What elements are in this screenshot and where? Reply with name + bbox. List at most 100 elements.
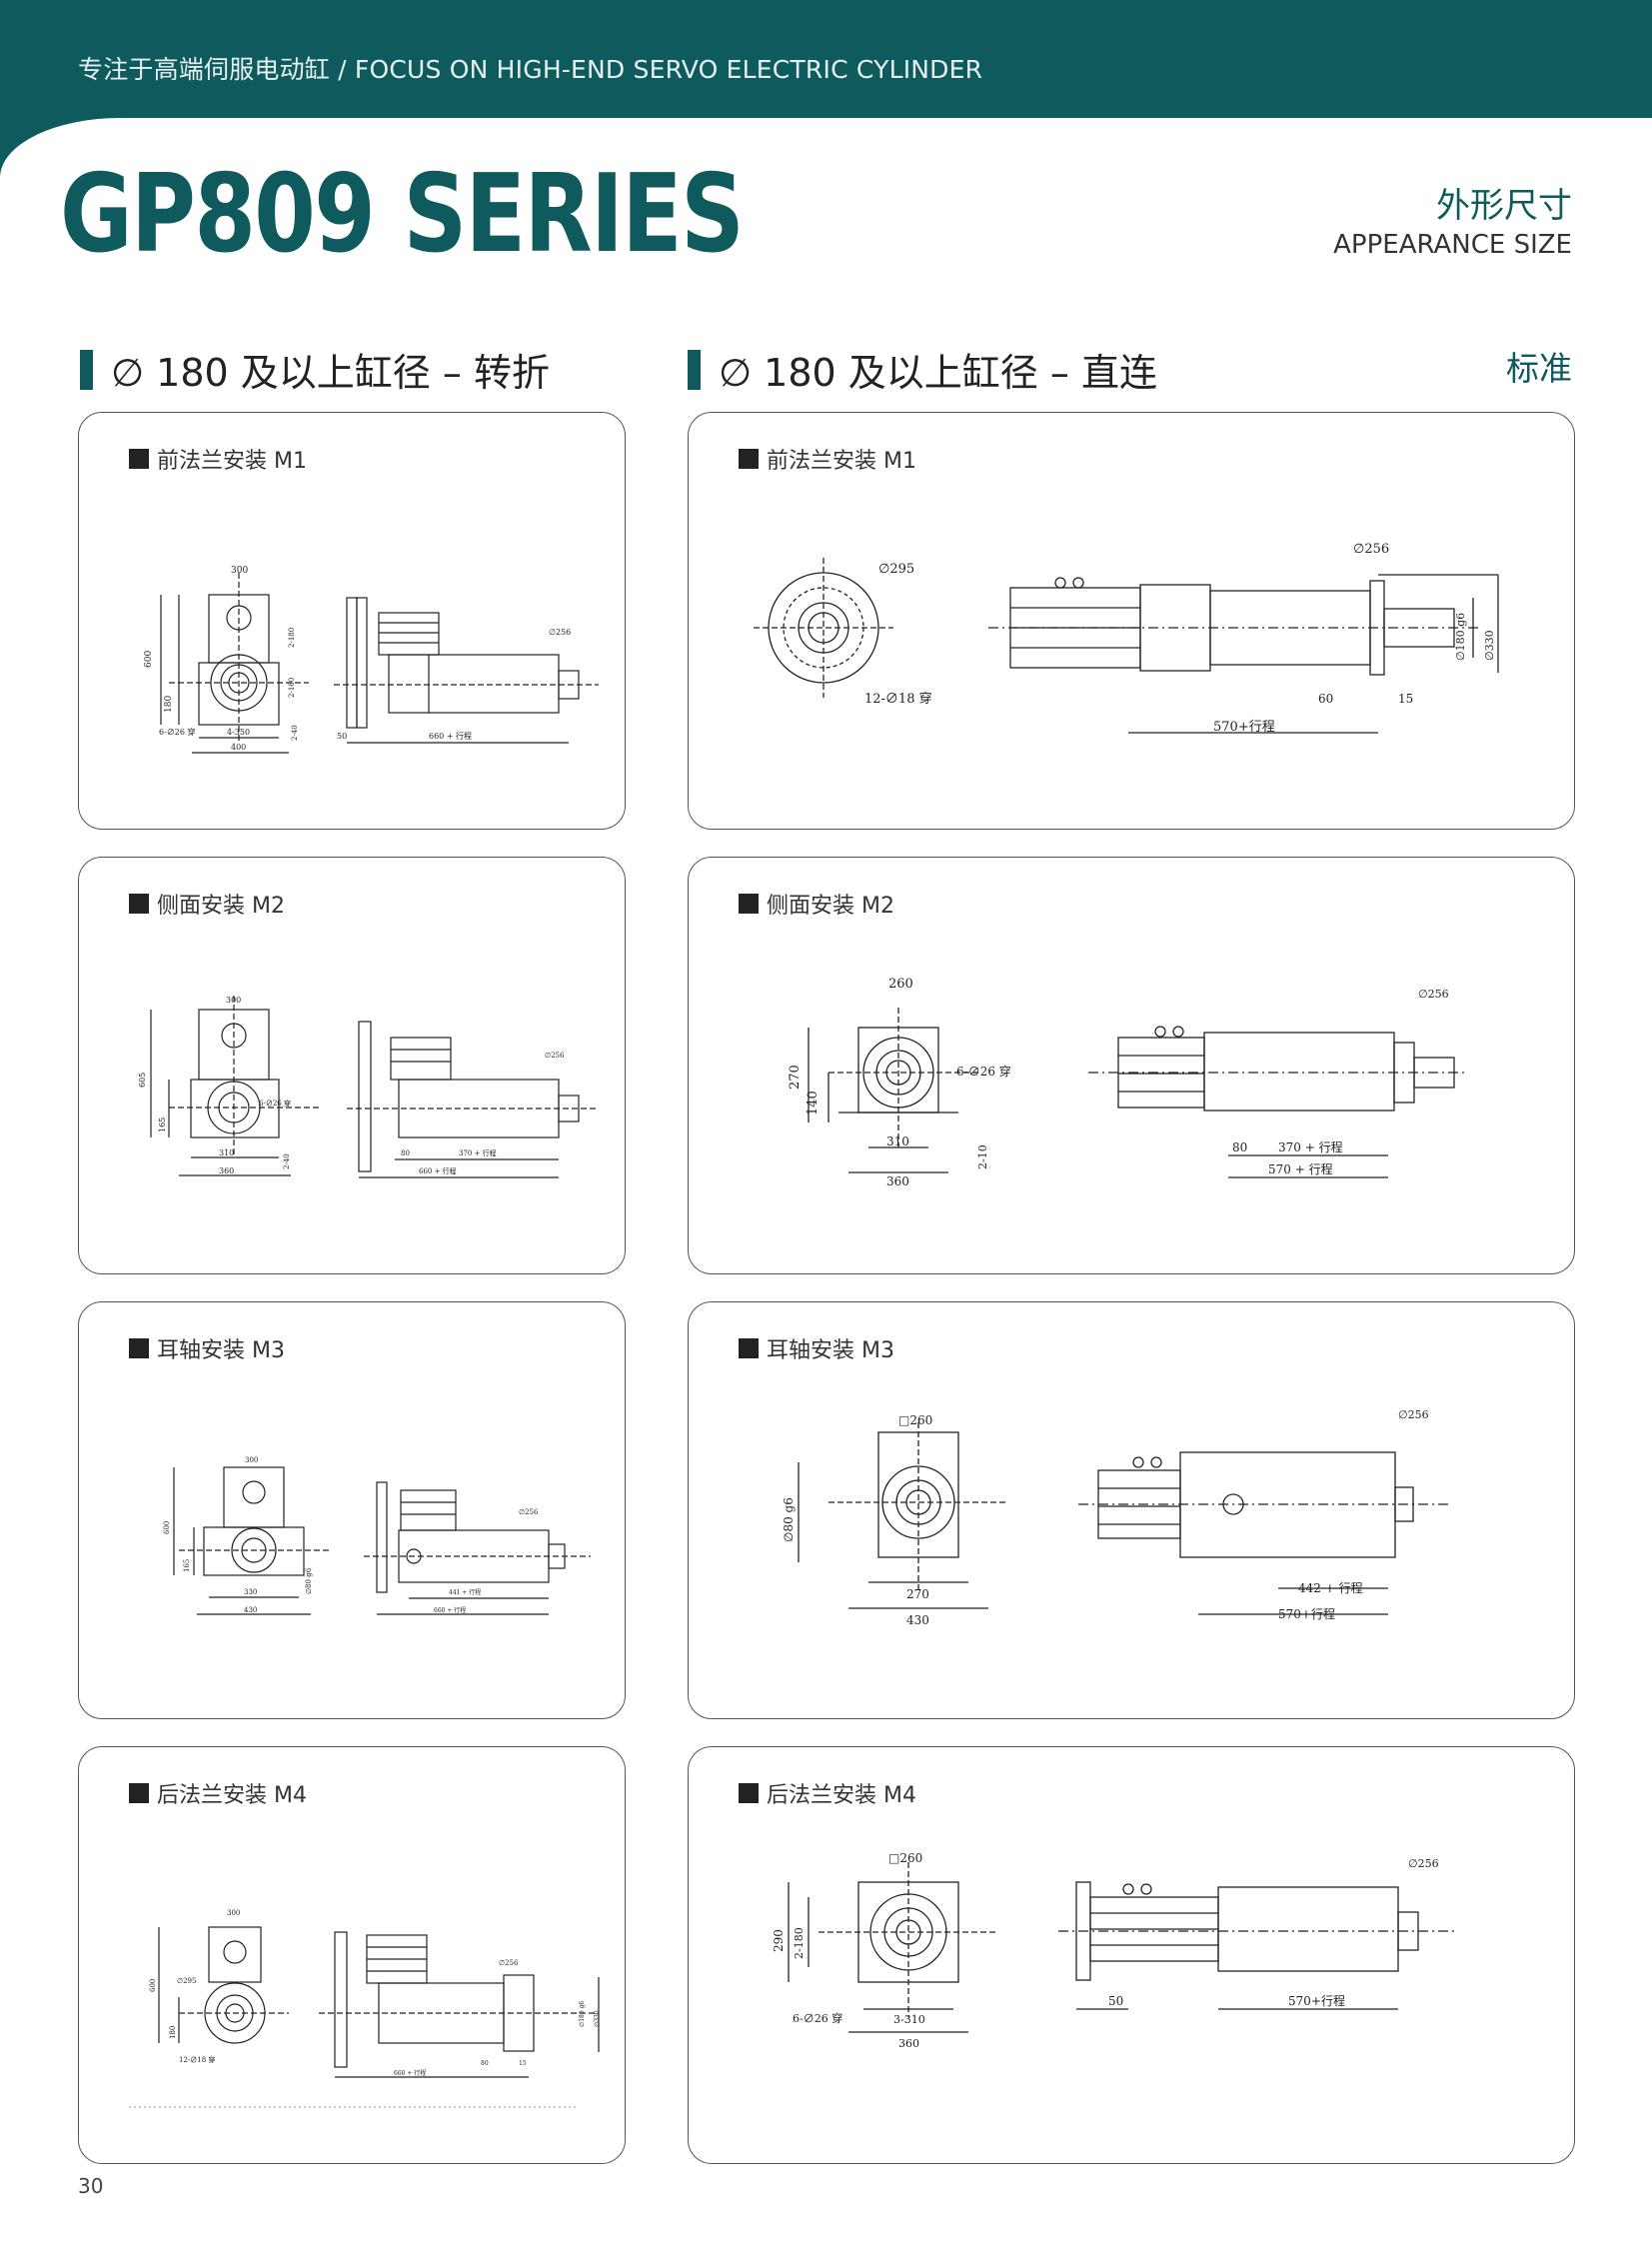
dim-label: 660 + 行程 <box>434 1606 466 1614</box>
dim-label: 300 <box>226 996 241 1005</box>
page-number: 30 <box>78 2174 104 2198</box>
dim-label: 180 <box>169 2026 177 2039</box>
dim-label: 660 + 行程 <box>419 1166 457 1175</box>
dim-label: 270 <box>788 1065 803 1090</box>
standard-tag: 标准 <box>1506 349 1572 388</box>
dim-label: 600 <box>163 1521 171 1534</box>
panel-title-text: 后法兰安装 M4 <box>767 1783 916 1808</box>
header-tagline: 专注于高端伺服电动缸 / FOCUS ON HIGH-END SERVO ELE… <box>78 55 983 84</box>
dim-label: ∅256 <box>1408 1857 1439 1870</box>
title-square-icon <box>129 449 149 469</box>
header-curve <box>0 118 140 178</box>
dim-label: 600 <box>144 651 154 668</box>
dim-label: 441 + 行程 <box>449 1588 481 1596</box>
dim-label: 2-180 <box>288 628 296 648</box>
panel-right-m1: 前法兰安装 M1 ∅295 12-∅18 穿 ∅256 ∅180 g6 ∅330… <box>688 412 1575 830</box>
dim-label: 165 <box>183 1559 191 1572</box>
dim-label: 660 + 行程 <box>429 731 472 741</box>
dim-label: 60 <box>1318 692 1333 706</box>
drawing-right-m1: ∅295 12-∅18 穿 ∅256 ∅180 g6 ∅330 60 15 57… <box>754 542 1499 735</box>
dim-label: 270 <box>906 1587 929 1601</box>
drawing-left-m3: 300 600 165 ∅80 g6 330 430 ∅256 441 + 行程… <box>163 1456 591 1615</box>
panel-title-text: 前法兰安装 M1 <box>157 449 307 474</box>
dim-label: 6-∅26 穿 <box>259 1099 291 1108</box>
dim-label: ∅256 <box>499 1959 519 1967</box>
heading-bar <box>80 349 93 390</box>
dim-label: 360 <box>898 2037 919 2050</box>
title-square-icon <box>739 894 759 914</box>
dim-label: ∅330 <box>594 2010 601 2027</box>
panel-title-text: 耳轴安装 M3 <box>767 1338 894 1363</box>
dim-label: 80 <box>1232 1140 1247 1154</box>
panel-left-m1: 前法兰安装 M1 300 600 180 6-∅26 穿 4-350 400 2… <box>78 412 626 830</box>
dim-label: 370 + 行程 <box>1278 1139 1343 1154</box>
panel-right-m3: 耳轴安装 M3 □260 ∅80 g6 270 430 ∅256 442 + 行… <box>688 1301 1575 1719</box>
section-label-en: APPEARANCE SIZE <box>1333 230 1572 260</box>
title-square-icon <box>739 449 759 469</box>
dim-label: 660 + 行程 <box>394 2069 426 2077</box>
dim-label: 12-∅18 穿 <box>179 2055 215 2064</box>
dim-label: ∅256 <box>1418 988 1449 1001</box>
panel-title: 后法兰安装 M4 <box>129 1777 307 1809</box>
dim-label: 570+行程 <box>1213 720 1275 735</box>
panel-title: 前法兰安装 M1 <box>739 443 916 475</box>
panel-title: 耳轴安装 M3 <box>739 1332 894 1364</box>
panel-title-text: 耳轴安装 M3 <box>157 1338 285 1363</box>
dim-label: ∅80 g6 <box>305 1567 313 1594</box>
dim-label: 570 + 行程 <box>1268 1161 1333 1176</box>
panel-title: 侧面安装 M2 <box>129 888 285 920</box>
left-column-heading: ∅ 180 及以上缸径 – 转折 <box>80 342 550 397</box>
dim-label: 260 <box>888 977 913 992</box>
dim-label: 6-∅26 穿 <box>793 2011 842 2025</box>
dim-label: 360 <box>219 1166 234 1175</box>
panel-right-m2: 侧面安装 M2 260 270 140 6-∅26 穿 310 360 2-10… <box>688 857 1575 1274</box>
right-column-heading-text: ∅ 180 及以上缸径 – 直连 <box>719 351 1157 395</box>
dim-label: 15 <box>1398 692 1413 706</box>
dim-label: ∅256 <box>1353 542 1389 557</box>
dim-label: 80 <box>481 2060 489 2067</box>
panel-left-m3: 耳轴安装 M3 300 600 165 ∅80 g6 330 430 ∅256 … <box>78 1301 626 1719</box>
header-band: 专注于高端伺服电动缸 / FOCUS ON HIGH-END SERVO ELE… <box>0 0 1652 118</box>
dim-label: 2-160 <box>288 678 296 698</box>
drawing-left-m1: 300 600 180 6-∅26 穿 4-350 400 2-180 2-16… <box>144 566 599 754</box>
dim-label: ∅295 <box>177 1977 196 1985</box>
dim-label: 2-10 <box>976 1144 989 1169</box>
dim-label: ∅256 <box>545 1052 565 1060</box>
dim-label: 6-∅26 穿 <box>956 1064 1011 1079</box>
dim-label: 360 <box>886 1174 909 1188</box>
section-label-cn: 外形尺寸 <box>1436 186 1572 226</box>
dim-label: ∅256 <box>519 1508 539 1516</box>
dim-label: 80 <box>401 1149 410 1157</box>
dim-label: 310 <box>886 1134 909 1148</box>
dim-label: 400 <box>231 743 246 752</box>
drawing-left-m2: 300 605 165 6-∅26 穿 310 360 2-40 ∅256 80… <box>138 996 599 1178</box>
panel-title-text: 侧面安装 M2 <box>767 894 894 919</box>
title-square-icon <box>129 1783 149 1803</box>
dim-label: 300 <box>227 1909 240 1917</box>
dim-label: 570+行程 <box>1288 1993 1345 2008</box>
dim-label: ∅256 <box>549 628 571 637</box>
dim-label: 50 <box>337 732 347 741</box>
panel-left-m2: 侧面安装 M2 300 605 165 6-∅26 穿 310 360 2-40… <box>78 857 626 1274</box>
dim-label: 300 <box>231 566 248 576</box>
dim-label: 290 <box>772 1929 786 1952</box>
dim-label: 300 <box>245 1456 258 1464</box>
right-column-heading: ∅ 180 及以上缸径 – 直连 <box>688 342 1157 397</box>
dim-label: 600 <box>149 1979 157 1992</box>
drawing-right-m4: □260 290 2-180 6-∅26 穿 3-310 360 ∅256 50… <box>772 1851 1458 2050</box>
heading-bar <box>688 349 701 390</box>
dim-label: 442 + 行程 <box>1298 1580 1363 1595</box>
title-square-icon <box>739 1338 759 1358</box>
panel-title-text: 后法兰安装 M4 <box>157 1783 307 1808</box>
dim-label: 570+行程 <box>1278 1606 1335 1621</box>
title-square-icon <box>129 1338 149 1358</box>
dim-label: 430 <box>244 1606 257 1614</box>
dim-label: 2-40 <box>283 1153 291 1169</box>
dim-label: ∅256 <box>1398 1408 1429 1421</box>
dim-label: 605 <box>138 1073 147 1088</box>
dim-label: 2-180 <box>793 1927 806 1959</box>
dim-label: 310 <box>219 1148 234 1157</box>
dim-label: 180 <box>164 696 174 713</box>
dim-label: ∅80 g6 <box>782 1497 796 1542</box>
title-square-icon <box>739 1783 759 1803</box>
